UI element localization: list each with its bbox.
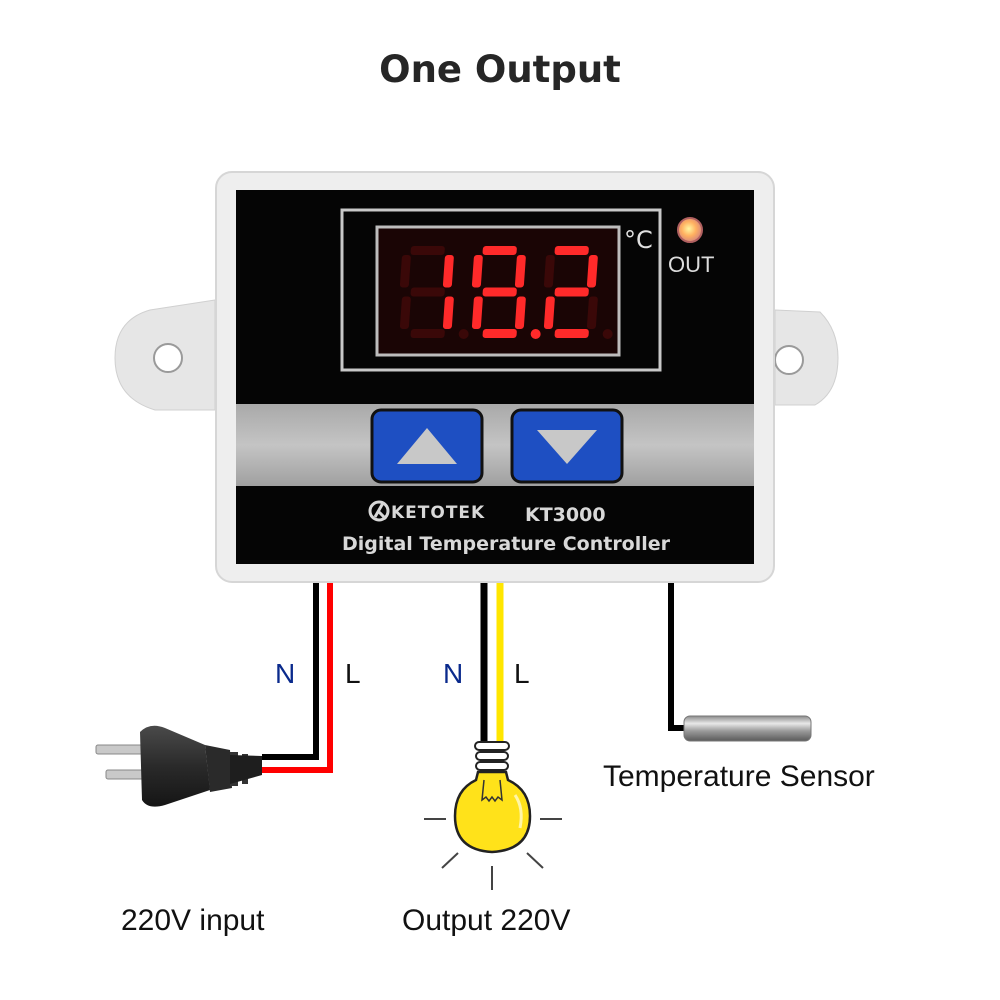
model-name: KT3000 — [525, 504, 606, 526]
out-indicator-label: OUT — [668, 252, 714, 277]
segment-f — [543, 255, 555, 288]
button-strip — [236, 404, 754, 486]
light-bulb-icon — [424, 741, 562, 890]
input-live-label: L — [345, 658, 361, 689]
device-description: Digital Temperature Controller — [342, 533, 671, 555]
mounting-ear-left — [114, 299, 216, 411]
segment-a — [482, 246, 517, 255]
brand-logo-icon — [368, 500, 390, 522]
down-button[interactable] — [510, 408, 624, 484]
segment-e — [471, 296, 483, 329]
input-live-wire — [262, 580, 333, 773]
input-wires — [262, 580, 333, 773]
input-neutral-label: N — [275, 658, 296, 689]
segment-g — [554, 287, 589, 297]
plug-prong-top — [95, 744, 145, 755]
segment-b — [586, 255, 598, 288]
brand-name: KETOTEK — [391, 503, 485, 523]
power-plug-icon — [95, 725, 262, 807]
sensor-caption: Temperature Sensor — [603, 760, 875, 793]
segment-c — [586, 296, 598, 329]
mounting-hole-right — [774, 345, 804, 375]
segment-f — [471, 255, 483, 288]
output-neutral-label: N — [443, 658, 464, 689]
segment-d — [410, 329, 445, 338]
display-outer-frame — [340, 208, 662, 372]
temperature-sensor-probe — [683, 715, 812, 742]
page-title: One Output — [379, 48, 621, 91]
triangle-down-icon — [537, 430, 597, 464]
segment-d — [482, 329, 517, 338]
decimal-point — [458, 329, 469, 339]
segment-g — [482, 287, 517, 297]
segment-d — [554, 329, 589, 338]
unit-label: °C — [624, 226, 653, 254]
output-live-label: L — [514, 658, 530, 689]
seven-segment-display — [399, 246, 613, 339]
output-caption: Output 220V — [402, 904, 571, 937]
segment-a — [410, 246, 445, 255]
segment-f — [399, 255, 411, 288]
segment-g — [410, 287, 445, 297]
segment-e — [399, 296, 411, 329]
mounting-hole-left — [153, 343, 183, 373]
light-ray — [441, 852, 459, 869]
light-ray — [526, 852, 544, 869]
segment-b — [442, 255, 454, 288]
plug-prong-bottom — [105, 769, 147, 780]
segment-c — [514, 296, 526, 329]
triangle-up-icon — [397, 428, 457, 464]
segment-a — [554, 246, 589, 255]
up-button[interactable] — [370, 408, 484, 484]
mounting-ear-right — [774, 309, 839, 406]
input-caption: 220V input — [121, 904, 265, 937]
input-neutral-wire — [262, 580, 319, 760]
sensor-wire — [668, 580, 688, 731]
decimal-point — [530, 329, 541, 339]
segment-b — [514, 255, 526, 288]
out-indicator-led — [677, 217, 703, 243]
decimal-point — [602, 329, 613, 339]
output-wires — [480, 580, 504, 745]
segment-c — [442, 296, 454, 329]
segment-e — [543, 296, 555, 329]
